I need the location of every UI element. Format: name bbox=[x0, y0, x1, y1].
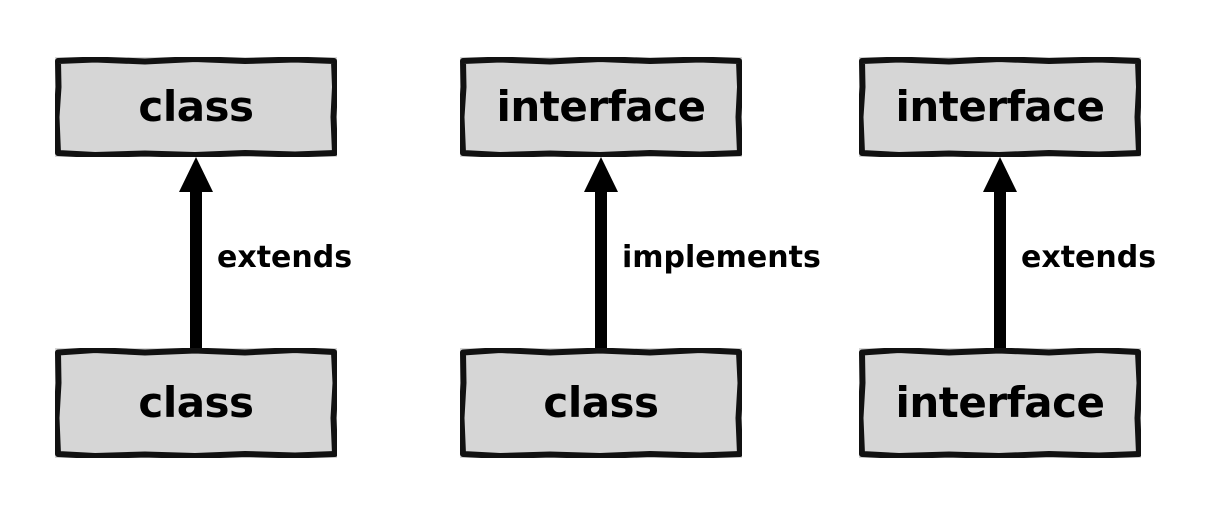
parent-node-label: interface bbox=[895, 82, 1105, 131]
parent-node-box[interactable]: class bbox=[55, 57, 337, 157]
relation-label: extends bbox=[217, 240, 353, 275]
relation-label: extends bbox=[1021, 240, 1157, 275]
child-node-box[interactable]: class bbox=[55, 348, 337, 458]
parent-node-label: class bbox=[138, 82, 254, 131]
relation-label: implements bbox=[622, 240, 821, 275]
parent-node-box[interactable]: interface bbox=[460, 57, 742, 157]
child-node-box[interactable]: interface bbox=[859, 348, 1141, 458]
child-node-box[interactable]: class bbox=[460, 348, 742, 458]
child-node-label: class bbox=[138, 378, 254, 427]
child-node-label: class bbox=[543, 378, 659, 427]
child-node-label: interface bbox=[895, 378, 1105, 427]
parent-node-box[interactable]: interface bbox=[859, 57, 1141, 157]
parent-node-label: interface bbox=[496, 82, 706, 131]
